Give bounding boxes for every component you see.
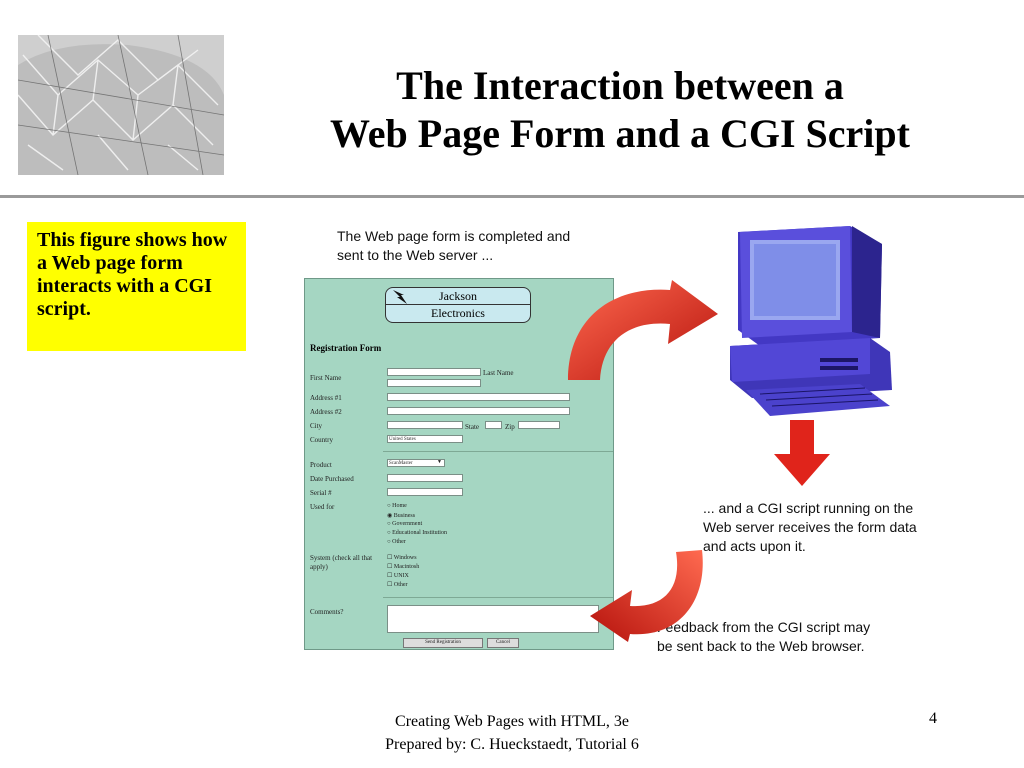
comments-textarea: [387, 605, 599, 633]
computer-server-icon: [720, 220, 910, 420]
page-number: 4: [929, 710, 937, 727]
label-address-2: Address #2: [310, 408, 342, 416]
state-field: [485, 421, 502, 429]
address-1-field: [387, 393, 570, 401]
title-line-2: Web Page Form and a CGI Script: [330, 111, 910, 156]
last-name-field: [387, 379, 481, 387]
caption-cgi-running: ... and a CGI script running on the Web …: [703, 500, 917, 554]
registration-form-figure: Jackson Electronics Registration Form Fi…: [304, 278, 614, 650]
geodesic-dome-image: [18, 35, 224, 175]
brand-line-2: Electronics: [385, 304, 531, 323]
callout-box: This figure shows how a Web page form in…: [27, 222, 246, 351]
label-first-name: First Name: [310, 374, 342, 382]
radio-option: ◉ Business: [387, 513, 416, 519]
title-divider: [0, 195, 1024, 198]
label-address-1: Address #1: [310, 394, 342, 402]
label-country: Country: [310, 436, 333, 444]
title-line-1: The Interaction between a: [396, 63, 844, 108]
label-last-name: Last Name: [483, 369, 514, 377]
checkbox-option: ☐ Macintosh: [387, 564, 420, 570]
down-arrow-icon: [772, 420, 832, 488]
dropdown-arrow-icon: ▼: [437, 460, 442, 465]
slide-footer: Creating Web Pages with HTML, 3e Prepare…: [300, 710, 724, 756]
label-serial: Serial #: [310, 489, 332, 497]
label-zip: Zip: [505, 423, 515, 431]
checkbox-option: ☐ Other: [387, 582, 408, 588]
slide-title: The Interaction between a Web Page Form …: [250, 62, 990, 158]
form-heading: Registration Form: [310, 343, 382, 353]
country-field: United States: [387, 435, 463, 443]
caption-feedback: Feedback from the CGI script may be sent…: [657, 619, 871, 654]
cancel-button: Cancel: [487, 638, 519, 648]
label-product: Product: [310, 461, 332, 469]
radio-option: ○ Other: [387, 539, 406, 545]
zip-field: [518, 421, 560, 429]
radio-option: ○ Government: [387, 521, 423, 527]
footer-line-2: Prepared by: C. Hueckstaedt, Tutorial 6: [385, 736, 639, 753]
form-divider: [383, 451, 613, 452]
label-used-for: Used for: [310, 503, 335, 511]
serial-field: [387, 488, 463, 496]
address-2-field: [387, 407, 570, 415]
product-select: ScanMaster: [387, 459, 445, 467]
radio-option: ○ Home: [387, 503, 407, 509]
checkbox-option: ☐ Windows: [387, 555, 417, 561]
lightning-icon: [393, 290, 407, 304]
first-name-field: [387, 368, 481, 376]
curved-arrow-to-server-icon: [550, 280, 720, 390]
form-divider: [383, 597, 613, 598]
city-field: [387, 421, 463, 429]
label-date-purchased: Date Purchased: [310, 475, 354, 483]
date-purchased-field: [387, 474, 463, 482]
label-state: State: [465, 423, 479, 431]
curved-arrow-to-browser-icon: [590, 542, 710, 642]
jackson-electronics-logo: Jackson Electronics: [385, 287, 531, 323]
label-comments: Comments?: [310, 608, 344, 616]
label-city: City: [310, 422, 323, 430]
checkbox-option: ☐ UNIX: [387, 573, 409, 579]
radio-option: ○ Educational Institution: [387, 530, 447, 536]
send-registration-button: Send Registration: [403, 638, 483, 648]
footer-line-1: Creating Web Pages with HTML, 3e: [395, 713, 629, 730]
label-system: System (check all that apply): [310, 554, 373, 571]
caption-form-submitted: The Web page form is completed and sent …: [337, 228, 571, 263]
